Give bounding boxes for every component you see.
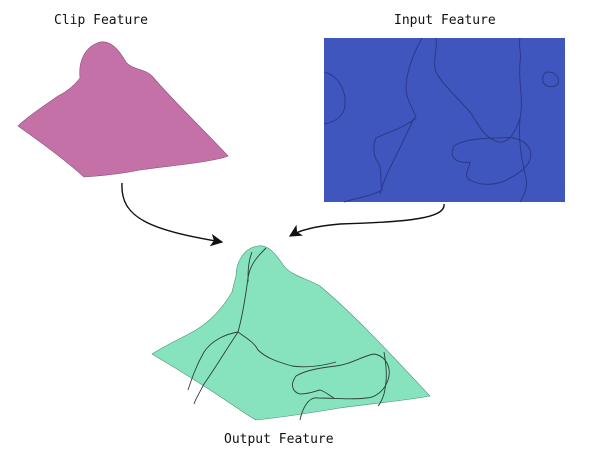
clip-feature-label: Clip Feature [54, 13, 148, 28]
output-feature-label: Output Feature [224, 432, 334, 447]
arrow-clip-to-output [121, 182, 224, 247]
output-feature-boundaries [187, 247, 390, 421]
input-feature-label: Input Feature [394, 13, 496, 28]
arrow-input-to-output [288, 203, 445, 237]
input-feature-boundaries [323, 37, 559, 203]
input-feature-rectangle [324, 38, 565, 202]
output-feature-polygon [151, 245, 431, 421]
clip-feature-polygon [17, 41, 229, 178]
